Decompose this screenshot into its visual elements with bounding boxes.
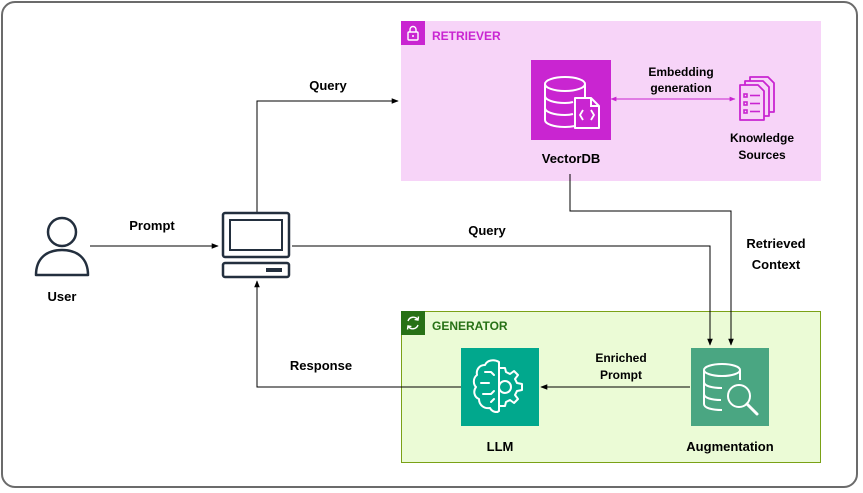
retriever-title: RETRIEVER [432, 29, 501, 43]
knowledge-sources-label-line1: Knowledge [729, 131, 794, 145]
llm-label: LLM [486, 439, 514, 454]
embedding-label-line2: generation [650, 81, 712, 95]
computer-icon[interactable] [220, 211, 292, 281]
brain-gear-icon[interactable] [461, 348, 539, 426]
query-middle-label: Query [468, 223, 506, 238]
retrieved-context-label-line1: Retrieved [746, 236, 806, 251]
user-icon [33, 214, 91, 278]
retrieved-context-arrow [569, 174, 734, 346]
knowledge-sources-label-line2: Sources [738, 148, 786, 162]
database-search-icon[interactable] [691, 348, 769, 426]
query-top-label: Query [309, 78, 347, 93]
enriched-prompt-label-line1: Enriched [595, 351, 647, 365]
query-middle-arrow [292, 245, 713, 346]
lock-icon [401, 21, 425, 45]
response-arrow [254, 280, 461, 388]
database-icon[interactable] [531, 60, 611, 140]
embedding-label-line1: Embedding [648, 65, 714, 79]
retrieved-context-label-line2: Context [751, 257, 801, 272]
document-stack-icon[interactable] [736, 74, 782, 124]
generator-title: GENERATOR [432, 319, 508, 333]
user-label: User [47, 289, 77, 304]
enriched-prompt-label-line2: Prompt [600, 368, 642, 382]
response-label: Response [289, 358, 353, 373]
prompt-label: Prompt [129, 218, 175, 233]
query-top-arrow [256, 98, 399, 212]
refresh-icon [401, 311, 425, 335]
vectordb-label: VectorDB [541, 151, 601, 166]
augmentation-label: Augmentation [686, 439, 774, 454]
